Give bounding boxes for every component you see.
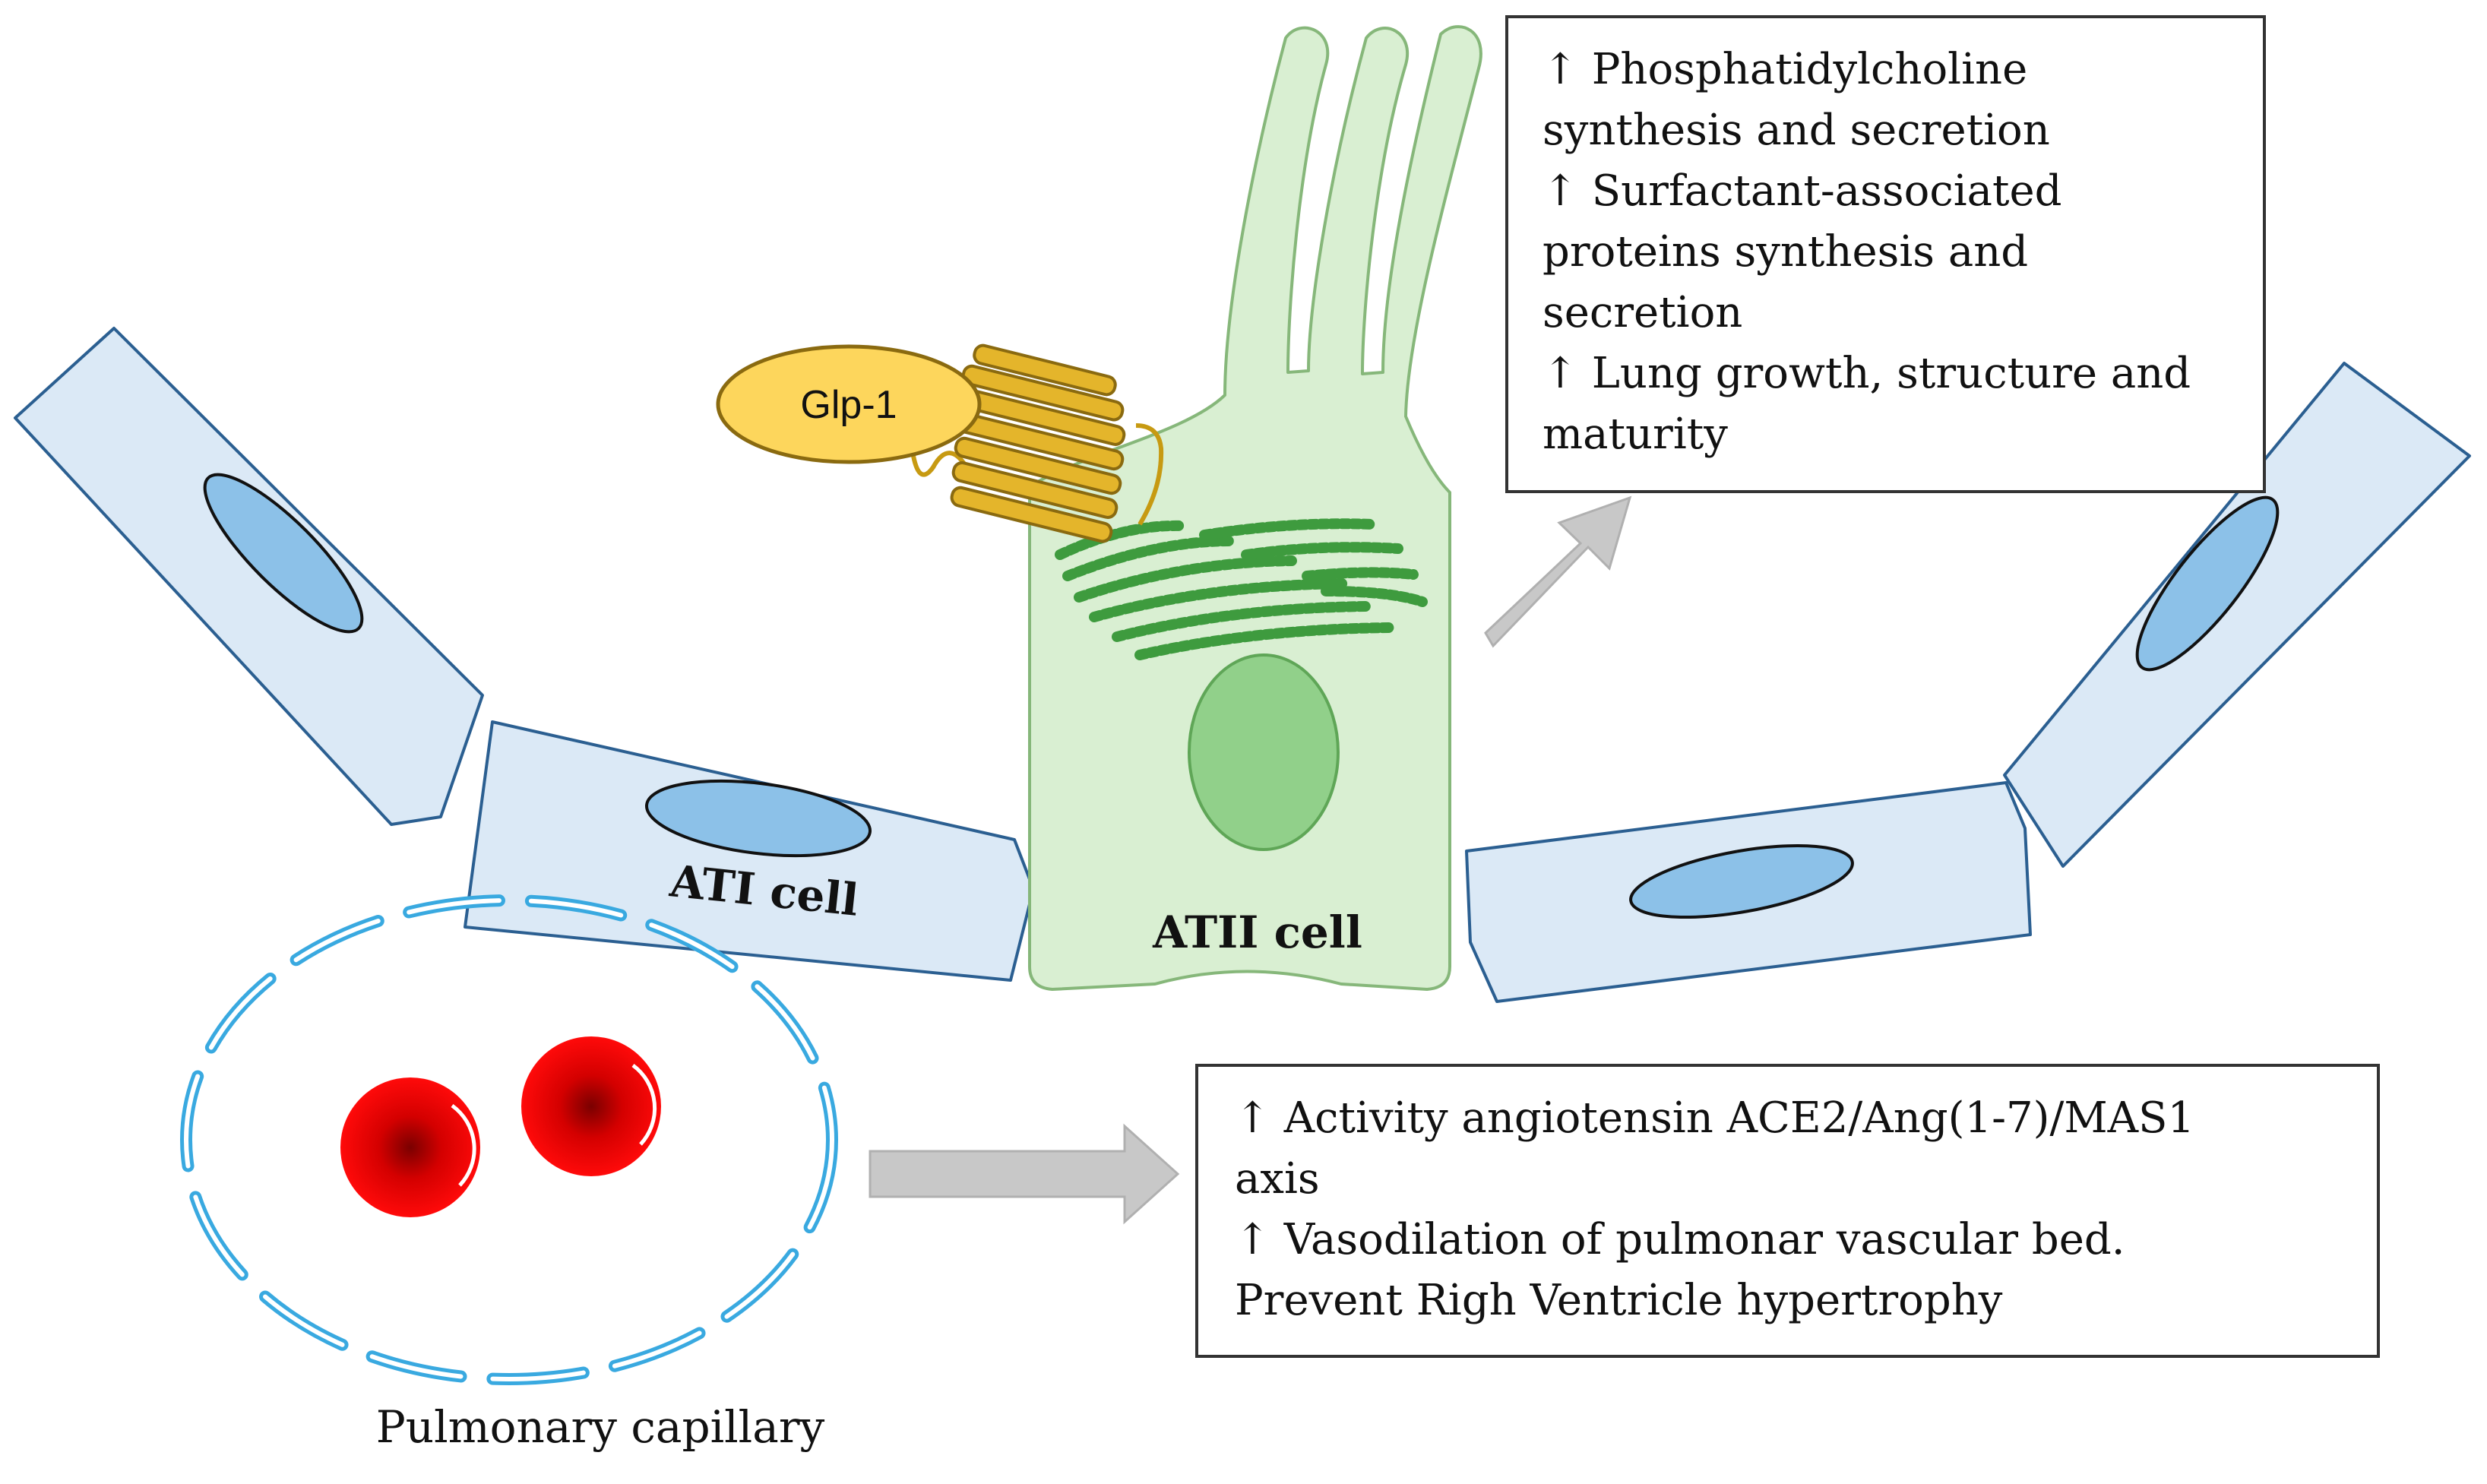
glp1-receptor (911, 343, 1164, 543)
ati-nucleus (2135, 495, 2280, 672)
ati-nucleus (1629, 843, 1854, 919)
effect-line: Prevent Righ Ventricle hypertrophy (1235, 1276, 2003, 1325)
ati-nucleus (203, 473, 364, 634)
red-blood-cell (340, 1077, 480, 1217)
effect-line: axis (1235, 1154, 1320, 1204)
effect-line: ↑ Vasodilation of pulmonar vascular bed. (1235, 1215, 2125, 1264)
golgi-apparatus (1055, 518, 1428, 660)
ati-cell-right-lower (1465, 781, 2032, 1003)
effect-line: ↑ Phosphatidylcholine (1543, 45, 2027, 94)
effect-line: maturity (1543, 410, 1728, 459)
effect-line: proteins synthesis and (1543, 227, 2028, 277)
effects-text: ↑ Phosphatidylcholine synthesis and secr… (1543, 45, 2204, 459)
glp1-ligand: Glp-1 (716, 344, 982, 464)
pulmonary-capillary-label: Pulmonary capillary (376, 1401, 825, 1453)
effect-line: ↑ Activity angiotensin ACE2/Ang(1-7)/MAS… (1235, 1093, 2194, 1143)
red-blood-cell (521, 1036, 661, 1176)
effects-box-vascular: ↑ Activity angiotensin ACE2/Ang(1-7)/MAS… (1195, 1064, 2380, 1358)
pulmonary-capillary (180, 894, 838, 1385)
atii-cell-label: ATII cell (1152, 907, 1362, 958)
effects-text: ↑ Activity angiotensin ACE2/Ang(1-7)/MAS… (1235, 1093, 2208, 1325)
ati-cell-left-tilted (14, 327, 484, 826)
atii-nucleus (1188, 653, 1340, 851)
effects-box-surfactant: ↑ Phosphatidylcholine synthesis and secr… (1505, 15, 2266, 493)
arrow-to-bottom-box-icon (869, 1123, 1180, 1225)
ati-cell-right-tilted (2003, 362, 2471, 868)
atii-cell (1028, 25, 1482, 991)
arrow-to-top-box-icon (1484, 495, 1632, 648)
ati-nucleus (644, 779, 872, 858)
glp1-label: Glp-1 (800, 383, 897, 427)
effect-line: ↑ Surfactant-associated (1543, 166, 2062, 216)
effect-line: secretion (1543, 288, 1742, 337)
effect-line: ↑ Lung growth, structure and (1543, 349, 2191, 398)
ati-cell (464, 720, 1035, 982)
effect-line: synthesis and secretion (1543, 106, 2050, 155)
